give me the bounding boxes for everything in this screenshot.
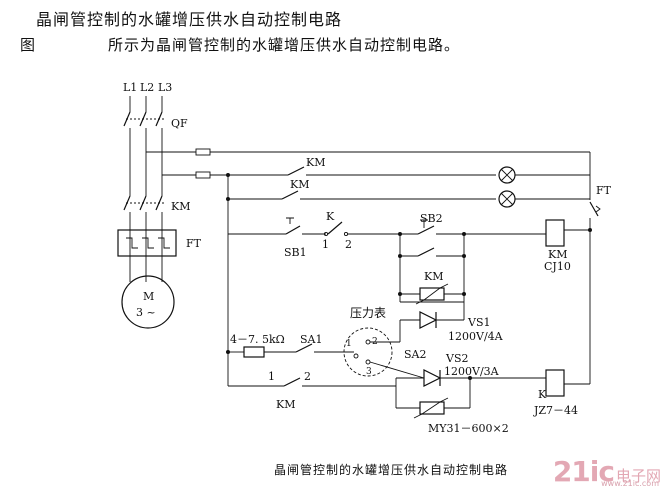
watermark-logo: 21ic xyxy=(552,455,615,488)
label-bottom-2: 2 xyxy=(304,370,311,383)
motor-label: M xyxy=(143,290,154,303)
label-K-relay-model: JZ7－44 xyxy=(533,404,578,417)
label-VS1: VS1 xyxy=(467,316,490,329)
label-K-relay: K xyxy=(538,388,547,401)
label-FT-right: FT xyxy=(596,184,612,197)
label-K-switch: K xyxy=(326,210,335,223)
resistor-row xyxy=(226,343,354,358)
label-SB2: SB2 xyxy=(420,212,443,225)
gauge-pin-2: 2 xyxy=(372,337,378,347)
label-FT-relay: FT xyxy=(186,237,202,250)
motor-symbol xyxy=(121,275,175,329)
label-KM-hold: KM xyxy=(424,270,443,283)
gauge-pin-1: 1 xyxy=(346,339,352,349)
label-KM-second: KM xyxy=(290,178,309,191)
label-VS2: VS2 xyxy=(445,352,468,365)
gauge-section xyxy=(343,301,546,419)
label-KM-contactor: KM xyxy=(171,200,190,213)
thermal-relay-block xyxy=(117,229,177,257)
label-node-2: 2 xyxy=(345,238,352,251)
label-KM-bottom: KM xyxy=(276,398,295,411)
label-SA2: SA2 xyxy=(404,348,426,361)
label-SA1: SA1 xyxy=(300,333,322,346)
label-QF: QF xyxy=(171,117,188,130)
intro-text: 所示为晶闸管控制的水罐增压供水自动控制电路。 xyxy=(108,36,461,54)
watermark: 21ic 电子网 xyxy=(553,455,661,488)
label-VS2-rating: 1200V/3A xyxy=(444,365,500,378)
gauge-pin-3: 3 xyxy=(366,367,372,377)
label-L2: L2 xyxy=(140,81,154,94)
motor-phase-label: 3 ~ xyxy=(136,306,156,319)
figure-label: 图 xyxy=(20,36,36,54)
label-gauge: 压力表 xyxy=(350,306,386,320)
label-VS1-rating: 1200V/4A xyxy=(448,330,504,343)
label-KM-top: KM xyxy=(306,156,325,169)
label-resistor: 4－7. 5kΩ xyxy=(230,333,285,346)
bottom-row xyxy=(228,369,590,397)
label-varistor: MY31－600×2 xyxy=(428,422,509,435)
label-KM-coil-model: CJ10 xyxy=(544,260,571,273)
label-L3: L3 xyxy=(158,81,172,94)
label-KM-coil: KM xyxy=(548,248,567,261)
watermark-cn: 电子网 xyxy=(615,467,661,485)
label-SB1: SB1 xyxy=(284,246,307,259)
label-node-1: 1 xyxy=(322,238,329,251)
control-row xyxy=(228,217,590,305)
figure-caption: 晶闸管控制的水罐增压供水自动控制电路 xyxy=(274,463,509,477)
watermark-url: www.21ic.com xyxy=(601,479,659,488)
control-feed xyxy=(146,148,590,386)
label-bottom-1: 1 xyxy=(268,370,275,383)
page-heading: 晶闸管控制的水罐增压供水自动控制电路 xyxy=(36,10,343,29)
label-L1: L1 xyxy=(123,81,137,94)
three-phase-lines xyxy=(123,96,166,282)
